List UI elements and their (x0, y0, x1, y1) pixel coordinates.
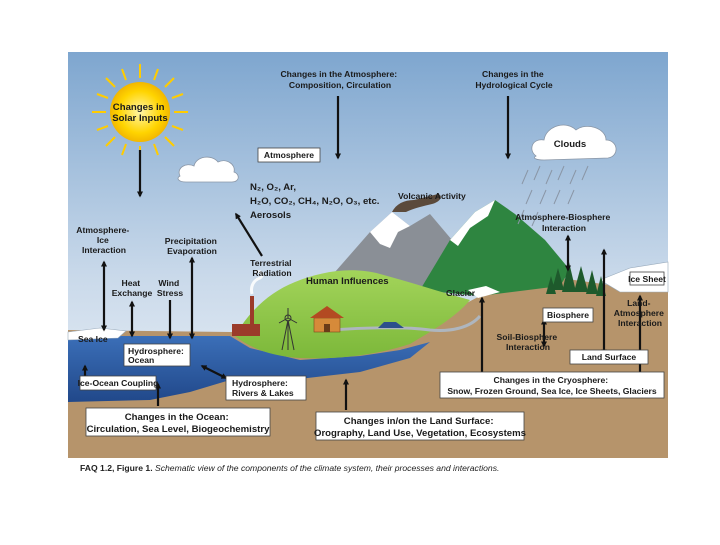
ocean-changes-box (85, 407, 271, 437)
clouds-label: Clouds (554, 139, 587, 150)
ice-ocean-box (79, 375, 157, 391)
figure-caption: FAQ 1.2, Figure 1. Schematic view of the… (80, 463, 680, 473)
factory (232, 270, 264, 336)
green-mountain (420, 200, 570, 296)
gases-line-2: H₂O, CO₂, CH₄, N₂O, O₃, etc. (250, 196, 379, 207)
house (310, 306, 344, 333)
mountain-snow-cap (370, 212, 410, 248)
aerosols-label: Aerosols (250, 210, 291, 221)
caption-ref: FAQ 1.2, Figure 1. (80, 463, 153, 473)
soil-bio-label: Soil-Biosphere Interaction (496, 332, 559, 352)
atm-bio-label: Atmosphere-Biosphere Interaction (515, 212, 612, 233)
ocean-changes-label: Changes in the Ocean: Circulation, Sea L… (87, 412, 271, 435)
biosphere-label: Biosphere (547, 310, 589, 320)
cryo-changes-label: Changes in the Cryosphere: Snow, Frozen … (447, 375, 657, 396)
atmosphere-box (257, 147, 321, 163)
land-surface-box (569, 349, 649, 365)
rain (517, 165, 589, 227)
gases-line-1: N₂, O₂, Ar, (250, 182, 296, 193)
arrow-terrestrial (235, 212, 263, 257)
arrow-rivers (200, 365, 228, 379)
land-changes-label: Changes in/on the Land Surface: Orograph… (314, 416, 526, 439)
biosphere-box (542, 307, 594, 323)
cloud-right-icon (531, 124, 617, 161)
heat-label: Heat Exchange (112, 278, 153, 298)
cryo-changes-box (439, 371, 665, 399)
sea-ice-shape (67, 327, 127, 341)
land-surface-label: Land Surface (582, 352, 637, 362)
hydrological-changes-label: Changes in the Hydrological Cycle (475, 69, 553, 90)
hydro-ocean-label: Hydrosphere: Ocean (128, 346, 186, 365)
ice-sheet-box (629, 271, 665, 286)
terrestrial-label: Terrestrial Radiation (250, 258, 294, 278)
sun-label: Changes in Solar Inputs (112, 102, 167, 124)
human-label: Human Influences (306, 276, 389, 287)
glacier-shape (468, 286, 500, 298)
sea-ice-label: Sea Ice (78, 334, 108, 344)
hydro-ocean-box (123, 343, 191, 367)
precip-label: Precipitation Evaporation (165, 236, 219, 256)
volcanic-plume (392, 194, 441, 212)
arrows (82, 96, 643, 410)
car (378, 322, 404, 328)
wind-label: Wind Stress (157, 278, 183, 298)
ice-sheet-label: Ice Sheet (628, 274, 666, 284)
cloud-left-icon (177, 156, 239, 183)
green-hill (235, 270, 470, 359)
hydro-rivers-label: Hydrosphere: Rivers & Lakes (232, 378, 294, 398)
green-mountain-snow (450, 200, 495, 246)
land-atm-label: Land- Atmosphere Interaction (614, 298, 667, 328)
ice-ocean-label: Ice-Ocean Coupling (78, 378, 159, 388)
windmill (278, 308, 298, 351)
caption-text: Schematic view of the components of the … (154, 463, 500, 473)
label-boxes (79, 147, 665, 441)
sun-icon (92, 64, 188, 160)
river (329, 314, 482, 332)
atmosphere-changes-label: Changes in the Atmosphere: Composition, … (280, 69, 399, 90)
atmosphere-label: Atmosphere (264, 150, 314, 160)
hydro-rivers-box (225, 375, 307, 401)
atm-ice-label: Atmosphere- Ice Interaction (76, 225, 131, 255)
volcanic-label: Volcanic Activity (398, 191, 466, 201)
land-changes-box (315, 411, 525, 441)
glacier-label: Glacier (446, 288, 476, 298)
